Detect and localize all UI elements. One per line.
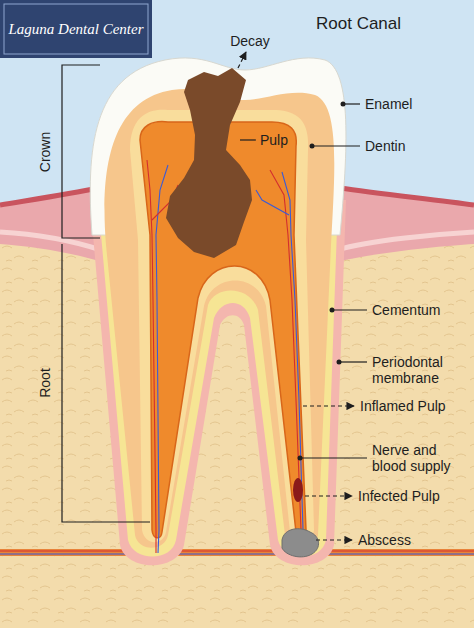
part-label: Abscess [358,532,411,548]
vein [282,172,303,553]
leader-dots [298,102,346,461]
part-label: Periodontal membrane [372,354,464,386]
root-bracket [62,244,150,522]
vein [156,165,168,553]
infected-spot [293,478,303,502]
part-label: Nerve and blood supply [372,442,464,474]
part-label: Enamel [365,96,412,112]
leader-dot [337,360,342,365]
part-label: Decay [230,33,270,49]
nerve-leader [300,457,367,458]
decay [166,68,252,258]
part-label: Dentin [365,138,405,154]
brackets [62,65,150,522]
gum-edge-left [0,188,98,205]
decay-arrow [238,52,246,68]
leader-dot [310,144,315,149]
gum-right [336,188,474,262]
part-label: Inflamed Pulp [360,398,446,414]
part-label: Cementum [372,302,440,318]
artery [147,160,156,553]
membrane-leader [339,361,367,362]
leader-dot [298,456,303,461]
gum-inner-left [0,232,101,250]
gum-inner-right [337,232,474,250]
vein-line [0,553,474,554]
abscess-arrow [316,539,352,540]
crown-bracket [62,65,100,238]
gum-edge-right [340,188,474,205]
part-label: Pulp [260,132,288,148]
artery-line [0,550,474,551]
cementum-leader [332,309,367,310]
diagram-title: Root Canal [316,14,401,34]
abscess [282,529,319,557]
region-label: Crown [37,132,53,172]
logo-frame [4,4,148,54]
dentin-leader [312,145,360,146]
nerve-band [0,549,474,556]
enamel-leader [343,103,360,104]
vein-branch [256,190,289,215]
region-label: Root [37,368,53,398]
leaders [238,52,367,540]
pulp-leader [240,139,256,140]
logo-panel [0,0,152,58]
leader-dot [341,102,346,107]
infected-arrow [305,495,352,496]
logo-text: Laguna Dental Center [9,21,144,37]
inflamed-arrow [303,405,354,406]
part-label: Infected Pulp [358,488,440,504]
leader-dot [330,308,335,313]
gum-left [0,188,102,262]
